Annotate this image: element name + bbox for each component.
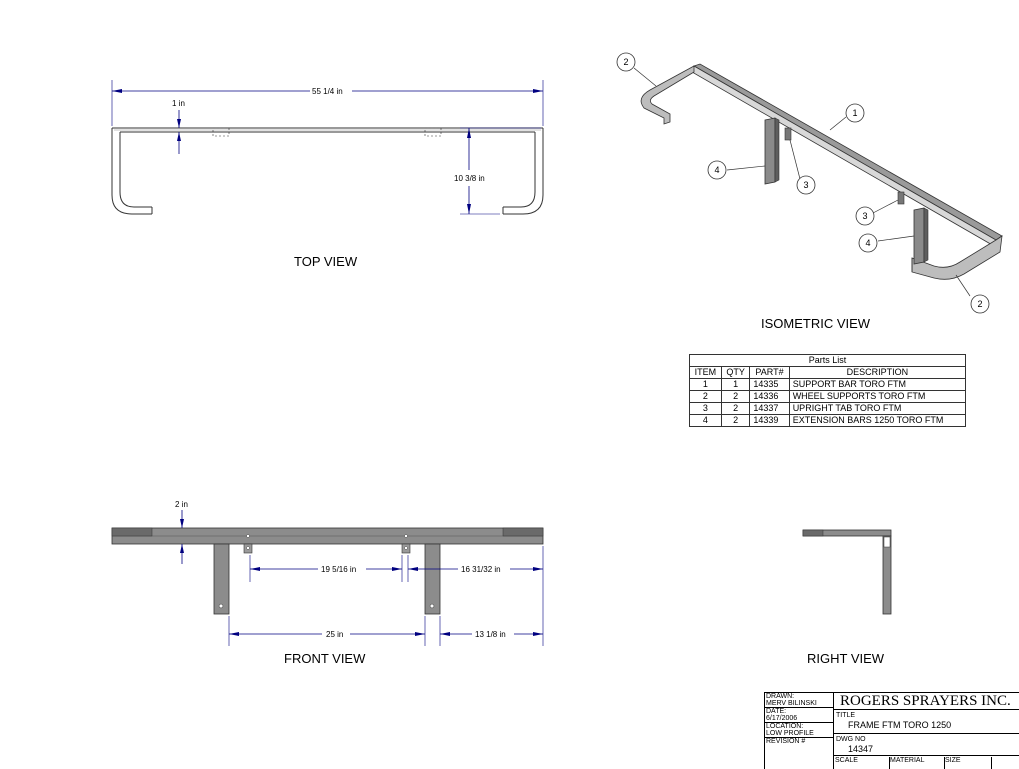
bottom-row: SCALE MATERIAL SIZE bbox=[834, 757, 1019, 769]
cell-part: 14337 bbox=[749, 402, 790, 415]
company-name: ROGERS SPRAYERS INC. bbox=[834, 693, 1019, 710]
parts-header-part: PART# bbox=[749, 366, 790, 379]
parts-list-table: Parts List ITEM QTY PART# DESCRIPTION 1 … bbox=[689, 354, 967, 427]
table-row: 2 2 14336 WHEEL SUPPORTS TORO FTM bbox=[689, 390, 967, 403]
date-value: 6/17/2006 bbox=[765, 715, 833, 723]
cell-description: WHEEL SUPPORTS TORO FTM bbox=[788, 390, 967, 403]
title-block: DRAWN: MERV BILINSKI DATE: 6/17/2006 LOC… bbox=[764, 692, 1019, 769]
cell-qty: 1 bbox=[720, 378, 751, 391]
title-block-info: DRAWN: MERV BILINSKI DATE: 6/17/2006 LOC… bbox=[765, 693, 834, 769]
balloon-4-right: 4 bbox=[865, 238, 870, 248]
dim-front-height: 2 in bbox=[175, 500, 188, 509]
cell-item: 2 bbox=[689, 390, 722, 403]
cell-part: 14335 bbox=[749, 378, 790, 391]
parts-header-description: DESCRIPTION bbox=[788, 366, 967, 379]
front-view-drawing: 2 in 19 5/16 in 16 31/32 in 25 in 13 1/8… bbox=[111, 500, 544, 646]
cell-qty: 2 bbox=[720, 390, 751, 403]
cell-item: 4 bbox=[689, 414, 722, 427]
cell-item: 3 bbox=[689, 402, 722, 415]
dwg-label: DWG NO bbox=[836, 736, 866, 743]
table-row: 1 1 14335 SUPPORT BAR TORO FTM bbox=[689, 378, 967, 391]
size-label: SIZE bbox=[944, 757, 992, 769]
title-label: TITLE bbox=[836, 712, 856, 719]
balloon-3-right: 3 bbox=[862, 211, 867, 221]
table-row: 4 2 14339 EXTENSION BARS 1250 TORO FTM bbox=[689, 414, 967, 427]
location-label: LOCATION: bbox=[766, 723, 804, 730]
cell-description: SUPPORT BAR TORO FTM bbox=[788, 378, 967, 391]
revision-label: REVISION # bbox=[766, 738, 806, 745]
dim-tab-offset: 16 31/32 in bbox=[461, 565, 501, 574]
right-view-drawing bbox=[802, 529, 892, 615]
cell-qty: 2 bbox=[720, 402, 751, 415]
title-cell: TITLE FRAME FTM TORO 1250 bbox=[834, 711, 1019, 734]
dim-top-thickness: 1 in bbox=[172, 99, 185, 108]
isometric-view-drawing: 2 1 4 3 3 4 2 bbox=[616, 52, 1003, 314]
cell-description: UPRIGHT TAB TORO FTM bbox=[788, 402, 967, 415]
dim-leg-spacing: 25 in bbox=[326, 630, 343, 639]
date-label: DATE: bbox=[766, 708, 787, 715]
balloon-4-left: 4 bbox=[714, 165, 719, 175]
drawn-label: DRAWN: bbox=[766, 693, 795, 700]
scale-label: SCALE bbox=[834, 757, 890, 769]
top-view-drawing: 55 1/4 in 1 in 10 3/8 in bbox=[111, 80, 544, 215]
balloon-2-bottom: 2 bbox=[977, 299, 982, 309]
location-value: LOW PROFILE bbox=[765, 730, 833, 738]
cell-qty: 2 bbox=[720, 414, 751, 427]
cell-item: 1 bbox=[689, 378, 722, 391]
balloon-1: 1 bbox=[852, 108, 857, 118]
cell-description: EXTENSION BARS 1250 TORO FTM bbox=[788, 414, 967, 427]
cell-part: 14339 bbox=[749, 414, 790, 427]
top-view-label: TOP VIEW bbox=[294, 254, 358, 269]
balloon-2-top: 2 bbox=[623, 57, 628, 67]
dwg-number: 14347 bbox=[848, 744, 874, 754]
dim-tab-spacing: 19 5/16 in bbox=[321, 565, 356, 574]
drawing-title: FRAME FTM TORO 1250 bbox=[848, 720, 952, 730]
dwg-cell: DWG NO 14347 bbox=[834, 735, 1019, 756]
balloon-3-left: 3 bbox=[803, 180, 808, 190]
isometric-view-label: ISOMETRIC VIEW bbox=[761, 316, 871, 331]
parts-list-title: Parts List bbox=[689, 354, 966, 367]
drawn-by: MERV BILINSKI bbox=[765, 700, 833, 708]
parts-header-qty: QTY bbox=[720, 366, 751, 379]
dim-leg-offset: 13 1/8 in bbox=[475, 630, 506, 639]
dim-top-depth: 10 3/8 in bbox=[454, 174, 485, 183]
table-row: 3 2 14337 UPRIGHT TAB TORO FTM bbox=[689, 402, 967, 415]
dim-overall-length: 55 1/4 in bbox=[312, 87, 343, 96]
front-view-label: FRONT VIEW bbox=[284, 651, 366, 666]
parts-header-item: ITEM bbox=[689, 366, 722, 379]
right-view-label: RIGHT VIEW bbox=[807, 651, 885, 666]
material-label: MATERIAL bbox=[889, 757, 945, 769]
cell-part: 14336 bbox=[749, 390, 790, 403]
